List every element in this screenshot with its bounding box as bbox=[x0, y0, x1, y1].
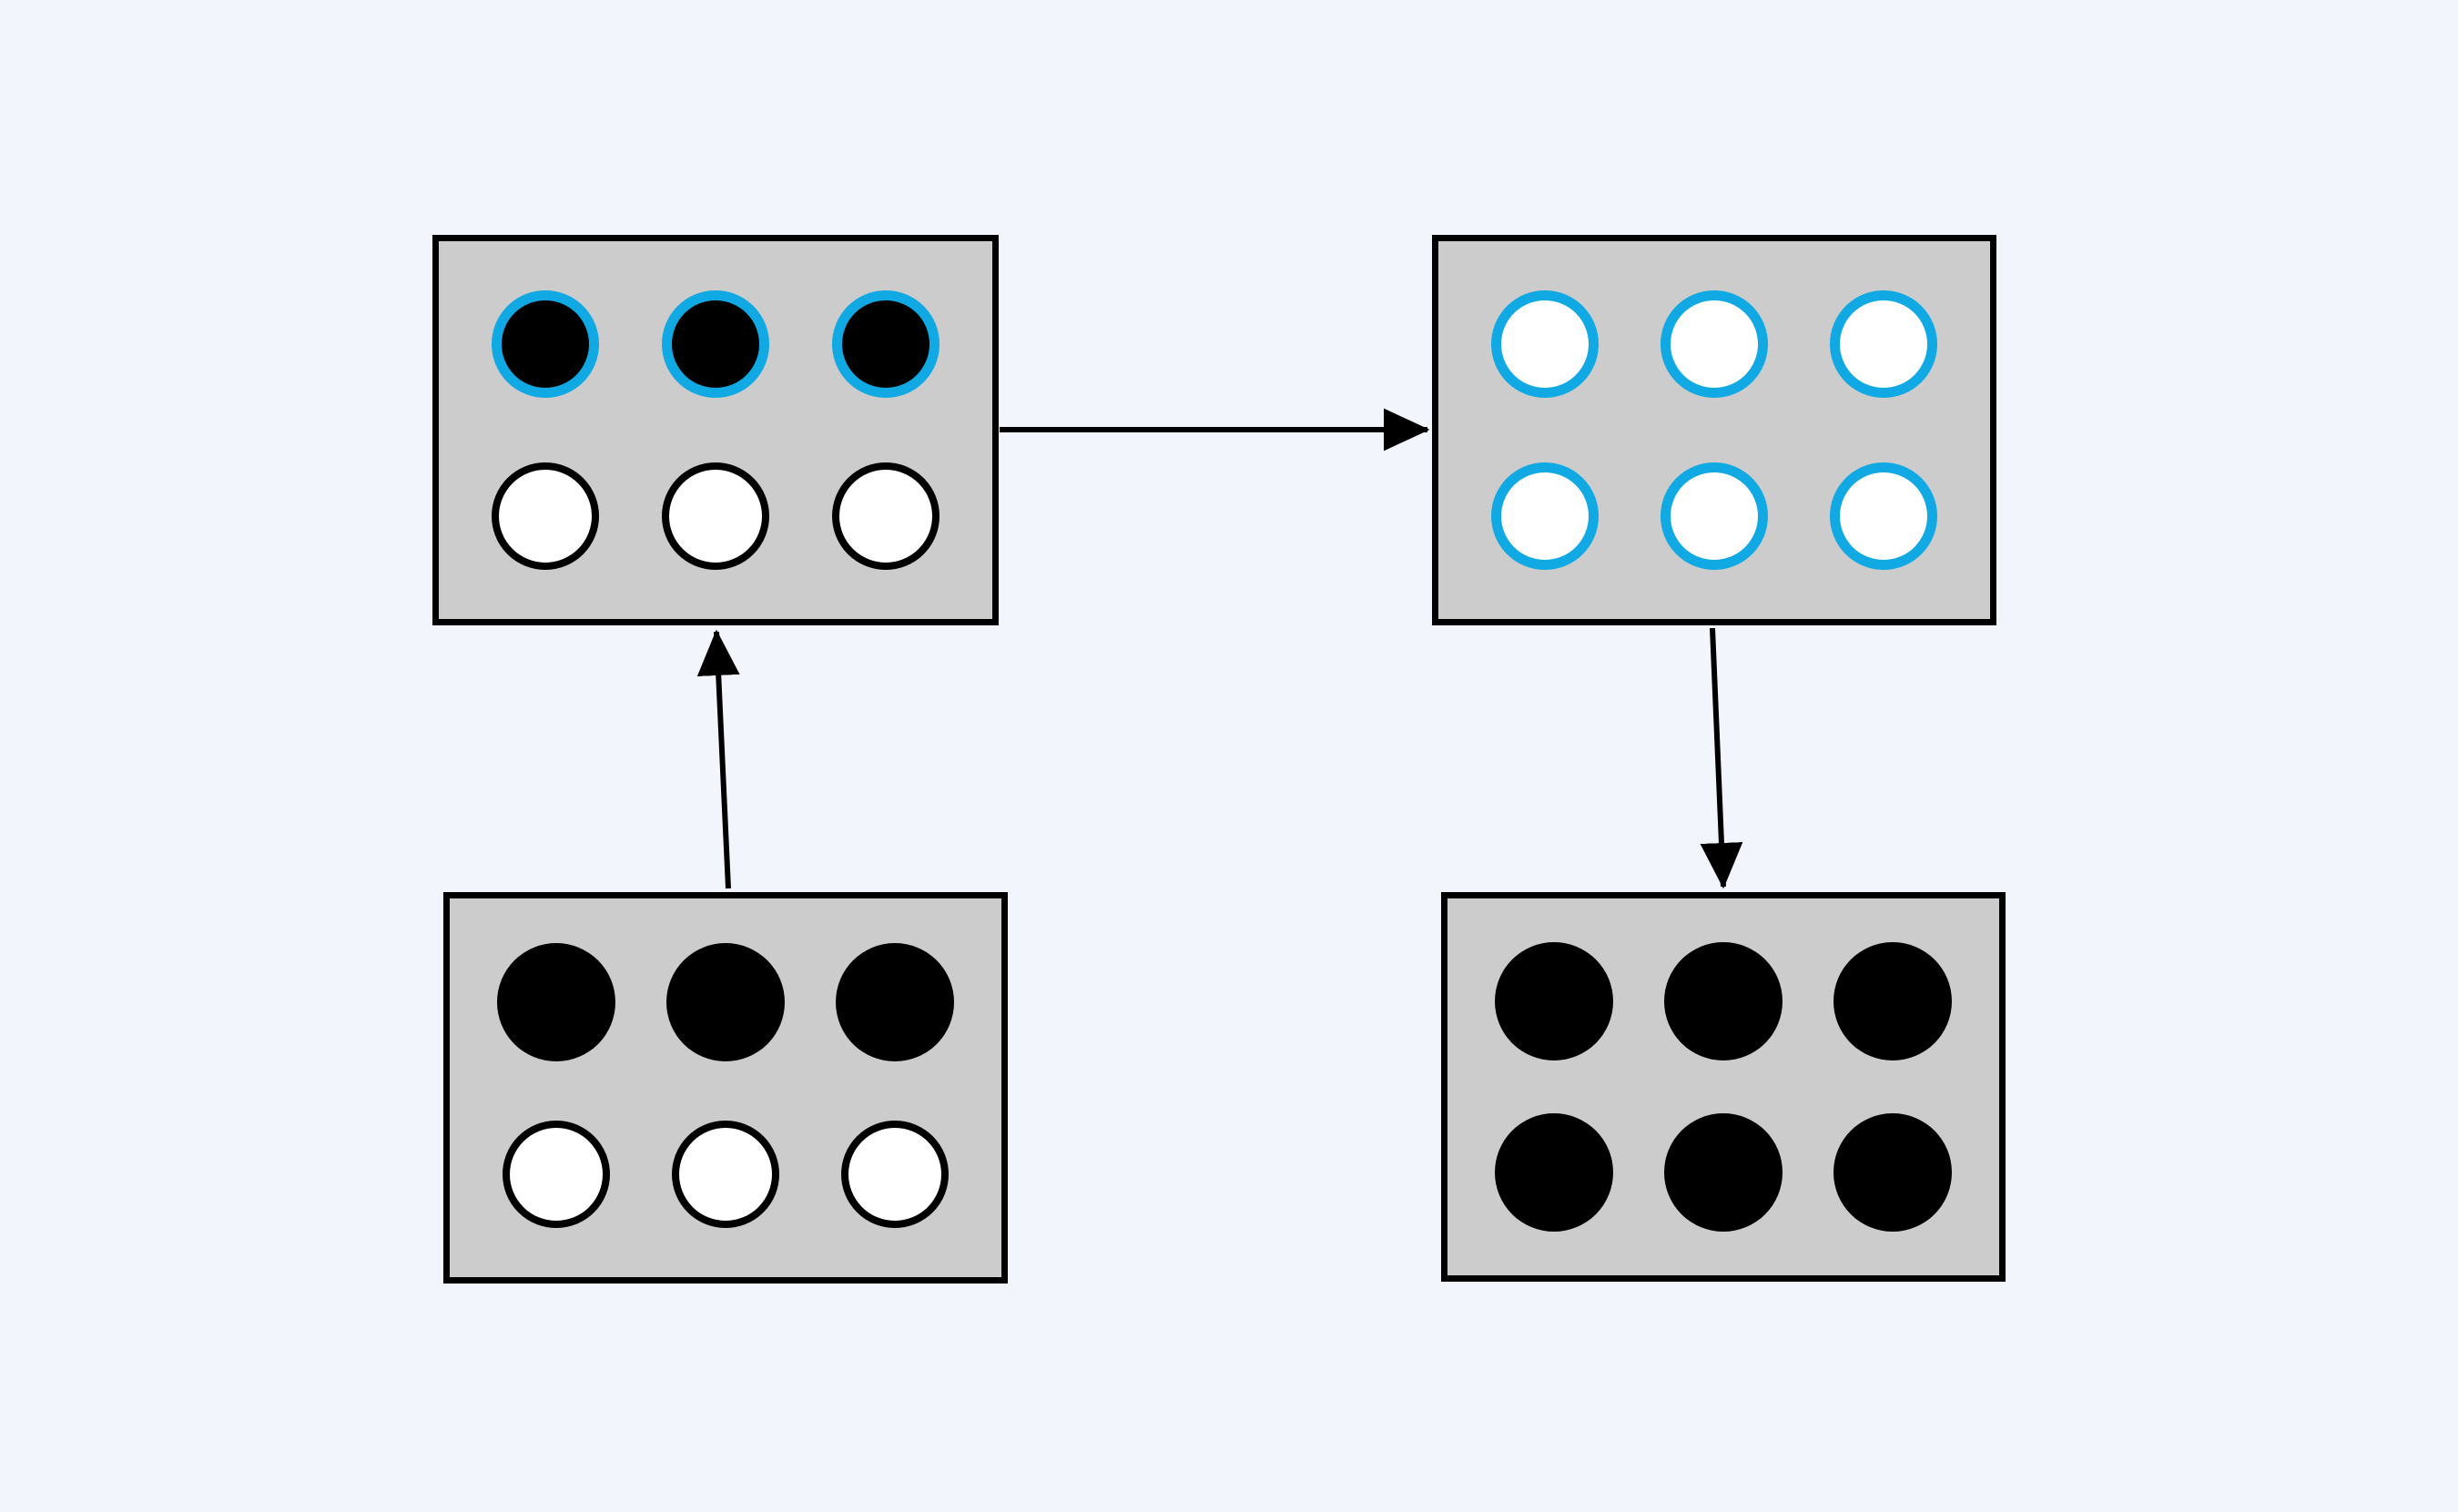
black-token-icon[interactable] bbox=[1495, 942, 1613, 1060]
token-cell[interactable] bbox=[1801, 261, 1966, 428]
token-cell[interactable] bbox=[633, 261, 799, 428]
token-cell[interactable] bbox=[473, 918, 639, 1085]
white-token-highlighted-icon[interactable] bbox=[1661, 462, 1768, 570]
token-cell[interactable] bbox=[1640, 1090, 1806, 1255]
black-token-icon[interactable] bbox=[666, 942, 785, 1061]
white-token-icon[interactable] bbox=[503, 1120, 610, 1228]
token-cell[interactable] bbox=[1631, 433, 1797, 600]
token-cell[interactable] bbox=[1801, 433, 1966, 600]
white-token-icon[interactable] bbox=[841, 1120, 949, 1228]
black-token-icon[interactable] bbox=[497, 942, 615, 1061]
white-token-highlighted-icon[interactable] bbox=[1661, 290, 1768, 399]
white-token-icon[interactable] bbox=[672, 1120, 779, 1228]
token-cell[interactable] bbox=[1810, 1090, 1976, 1255]
arrow-top-right-to-bottom-right bbox=[1700, 627, 1743, 889]
white-token-icon[interactable] bbox=[831, 462, 940, 570]
token-cell[interactable] bbox=[462, 261, 629, 428]
token-cell[interactable] bbox=[1471, 918, 1637, 1084]
token-cell[interactable] bbox=[1462, 261, 1628, 428]
white-token-highlighted-icon[interactable] bbox=[1491, 290, 1599, 399]
token-cell[interactable] bbox=[812, 918, 978, 1085]
token-cell[interactable] bbox=[1471, 1090, 1637, 1255]
white-token-highlighted-icon[interactable] bbox=[1830, 290, 1937, 399]
token-cell[interactable] bbox=[643, 918, 808, 1085]
token-cell[interactable] bbox=[1631, 261, 1797, 428]
token-cell[interactable] bbox=[462, 433, 629, 600]
token-cell[interactable] bbox=[802, 261, 969, 428]
token-cell[interactable] bbox=[802, 433, 969, 600]
black-token-icon[interactable] bbox=[1664, 942, 1783, 1060]
white-token-highlighted-icon[interactable] bbox=[1491, 462, 1599, 570]
white-token-icon[interactable] bbox=[661, 462, 769, 570]
token-cell[interactable] bbox=[1640, 918, 1806, 1084]
state-node-top-left[interactable] bbox=[432, 235, 999, 625]
black-token-icon[interactable] bbox=[836, 942, 954, 1061]
black-token-highlighted-icon[interactable] bbox=[831, 290, 940, 399]
token-cell[interactable] bbox=[643, 1091, 808, 1257]
black-token-icon[interactable] bbox=[1495, 1113, 1613, 1232]
token-cell[interactable] bbox=[473, 1091, 639, 1257]
black-token-icon[interactable] bbox=[1833, 942, 1952, 1060]
black-token-highlighted-icon[interactable] bbox=[492, 290, 600, 399]
state-node-bottom-left[interactable] bbox=[443, 892, 1008, 1284]
black-token-icon[interactable] bbox=[1664, 1113, 1783, 1232]
token-cell[interactable] bbox=[1462, 433, 1628, 600]
state-node-bottom-right[interactable] bbox=[1441, 892, 2006, 1282]
arrow-bottom-left-to-top-left bbox=[696, 629, 740, 889]
state-node-top-right[interactable] bbox=[1432, 235, 1996, 625]
black-token-icon[interactable] bbox=[1833, 1113, 1952, 1232]
token-cell[interactable] bbox=[812, 1091, 978, 1257]
token-cell[interactable] bbox=[1810, 918, 1976, 1084]
white-token-icon[interactable] bbox=[492, 462, 600, 570]
white-token-highlighted-icon[interactable] bbox=[1830, 462, 1937, 570]
black-token-highlighted-icon[interactable] bbox=[661, 290, 769, 399]
token-cell[interactable] bbox=[633, 433, 799, 600]
